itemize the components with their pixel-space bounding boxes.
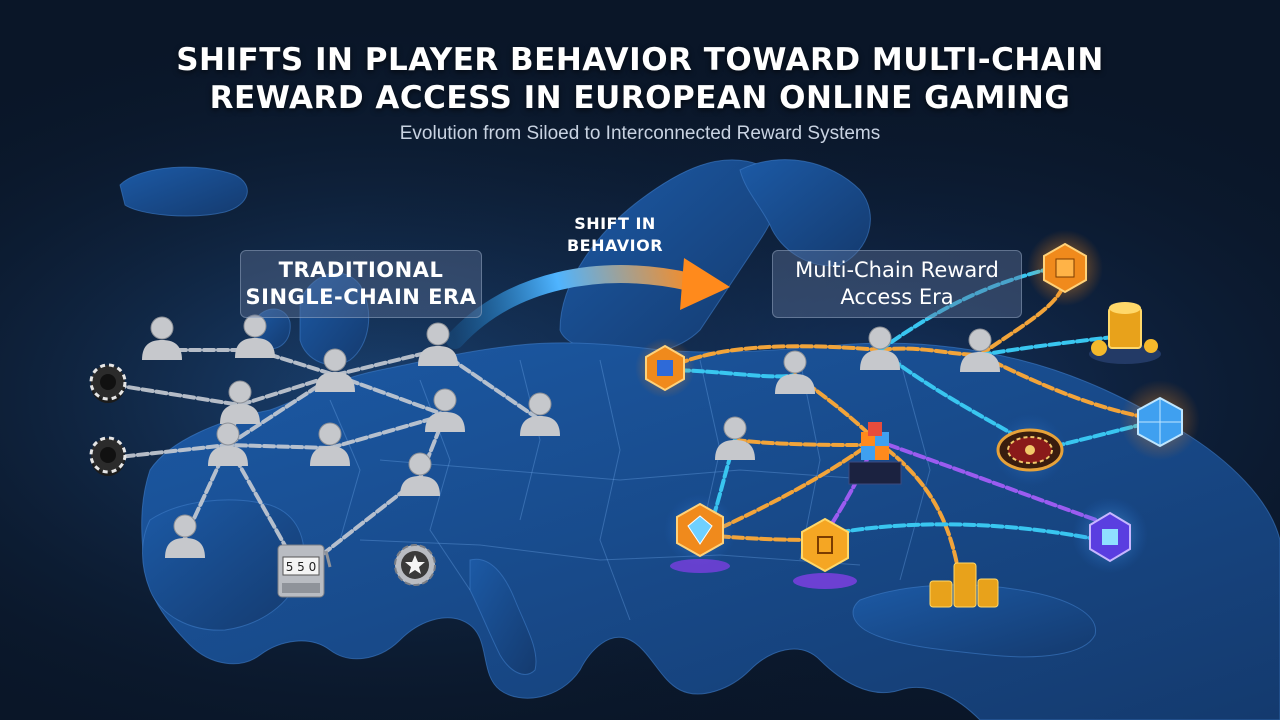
traditional-era-label-line-2: SINGLE-CHAIN ERA <box>245 285 477 309</box>
token-hub-icon <box>848 422 902 485</box>
player-icon <box>859 326 901 371</box>
player-icon <box>417 322 459 367</box>
slot-machine-icon: 5 5 0 <box>277 544 332 598</box>
player-icon <box>207 422 249 467</box>
player-icon <box>519 392 561 437</box>
gold-coins-icon <box>1089 302 1161 364</box>
hexagon-token-icon <box>793 517 857 589</box>
multi-chain-era-label-line-1: Multi-Chain Reward <box>795 258 999 282</box>
player-icon <box>714 416 756 461</box>
map-borders <box>329 359 931 621</box>
player-icon <box>164 514 206 559</box>
poker-chip-icon <box>89 363 127 405</box>
traditional-era-label: TRADITIONAL SINGLE-CHAIN ERA <box>240 250 482 318</box>
token-hub-icon <box>1027 230 1103 306</box>
multi-chain-era-label-line-2: Access Era <box>840 285 954 309</box>
page-title-line-1: SHIFTS IN PLAYER BEHAVIOR TOWARD MULTI-C… <box>176 42 1104 78</box>
svg-text:5 5 0: 5 5 0 <box>286 560 317 574</box>
player-icon <box>399 452 441 497</box>
player-icon <box>314 348 356 393</box>
player-icon <box>234 314 276 359</box>
player-icon <box>774 350 816 395</box>
poker-chip-icon <box>89 436 127 478</box>
roulette-icon <box>994 414 1066 486</box>
player-icon <box>424 388 466 433</box>
multi-chain-era-label: Multi-Chain Reward Access Era <box>772 250 1022 318</box>
gold-coins-icon <box>929 562 999 608</box>
page-subtitle: Evolution from Siloed to Interconnected … <box>399 123 881 144</box>
gem-icon <box>664 494 736 573</box>
blockchain-cube-icon <box>1120 380 1200 460</box>
shift-label: SHIFT IN BEHAVIOR <box>560 213 670 257</box>
page-title-line-2: REWARD ACCESS IN EUROPEAN ONLINE GAMING <box>209 80 1071 116</box>
shift-label-line-1: SHIFT IN <box>574 214 656 233</box>
star-badge-icon <box>394 544 436 586</box>
hexagon-token-icon <box>635 338 695 398</box>
player-icon <box>309 422 351 467</box>
player-icon <box>959 328 1001 373</box>
player-icon <box>141 316 183 361</box>
shift-label-line-2: BEHAVIOR <box>566 236 664 255</box>
blockchain-cube-icon <box>1072 497 1148 573</box>
player-icon <box>219 380 261 425</box>
traditional-era-label-line-1: TRADITIONAL <box>278 258 444 282</box>
